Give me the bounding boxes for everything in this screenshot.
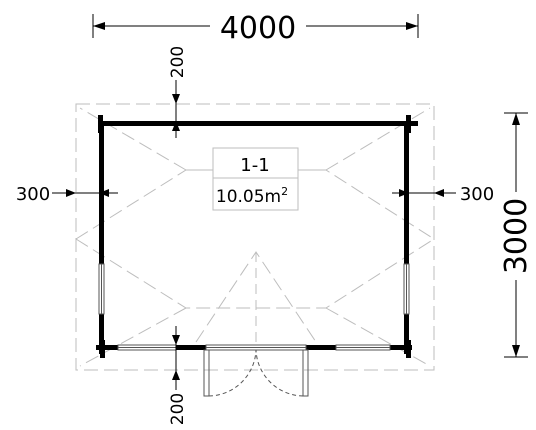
room-label: 1-1 10.05m2 [212,147,299,211]
dimension-height-label: 3000 [499,198,534,274]
dimension-overhang-bottom-label: 200 [168,393,188,425]
dimension-overhang-top [172,80,180,138]
dimension-height [504,112,528,358]
dimension-overhang-right [392,189,456,197]
dimension-overhang-left [52,189,118,197]
dimension-width-label: 4000 [220,11,296,46]
dimension-width [92,14,419,38]
roof-outline [75,103,435,371]
dimension-overhang-left-label: 300 [16,184,50,205]
double-door [203,349,309,397]
dimension-overhang-right-label: 300 [460,184,494,205]
dimension-overhang-bottom [172,326,180,390]
room-area: 10.05m2 [216,185,288,207]
windows [98,263,410,351]
room-id: 1-1 [240,155,269,176]
dimension-overhang-top-label: 200 [168,46,188,78]
